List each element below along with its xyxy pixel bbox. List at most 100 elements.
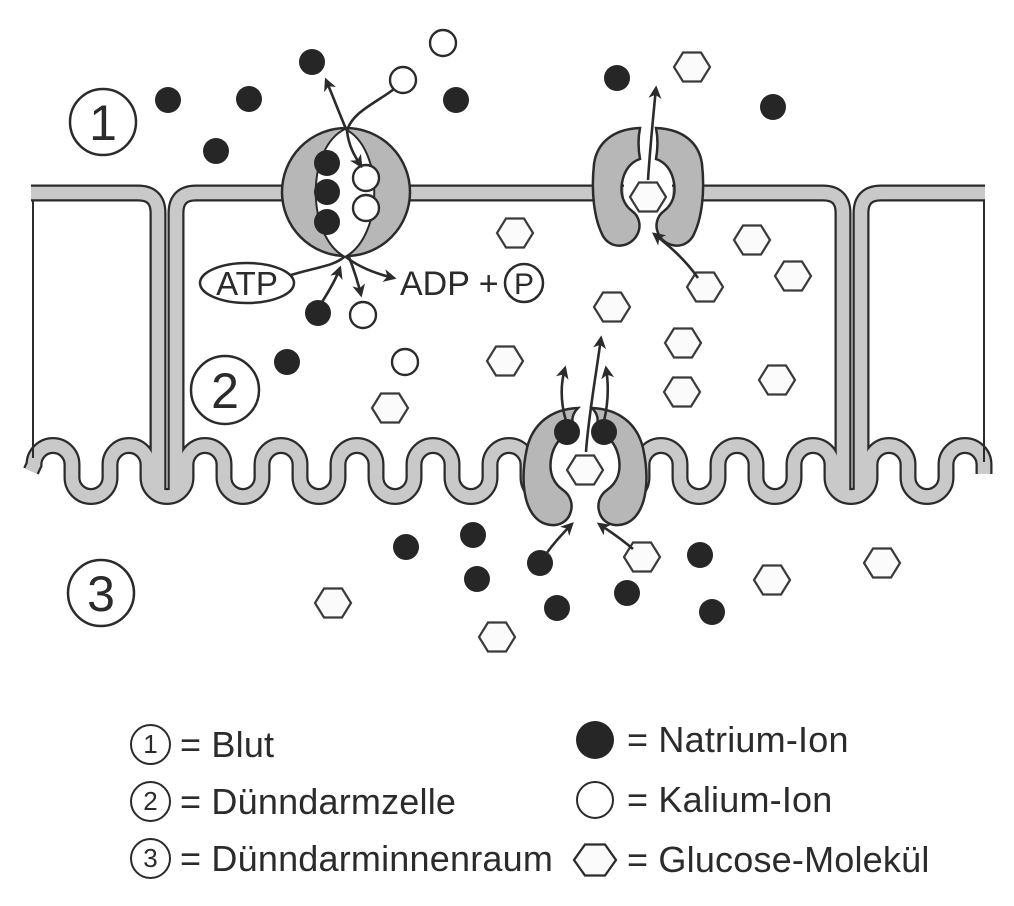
- region-1-number: 1: [89, 95, 117, 151]
- natrium-ion: [460, 522, 486, 548]
- legend-region-label: = Dünndarmzelle: [180, 780, 457, 822]
- arrow-natrium-feeding-sglt: [544, 522, 574, 555]
- legend-molecule-label: = Glucose-Molekül: [627, 839, 930, 880]
- glucose-molecule: [370, 392, 410, 424]
- region-labels: 1 2 3: [66, 87, 261, 628]
- kalium-ion: [428, 28, 458, 58]
- natrium-ion: [314, 209, 340, 235]
- natrium-ion: [305, 300, 331, 326]
- kalium-symbol: [576, 781, 614, 819]
- natrium-ion: [544, 595, 570, 621]
- glucose-molecule: [732, 224, 772, 256]
- natrium-ion: [614, 580, 640, 606]
- glucose-molecule: [477, 621, 517, 653]
- arrow-natrium-into-pump-from-cell: [320, 265, 343, 303]
- glucose-molecule: [685, 271, 725, 303]
- natrium-ion: [699, 599, 725, 625]
- kalium-ions-layer: [348, 28, 458, 377]
- region-3-number: 3: [87, 566, 115, 622]
- natrium-ion: [554, 419, 580, 445]
- natrium-symbol: [576, 721, 614, 759]
- natrium-ion: [236, 86, 262, 112]
- natrium-ion: [155, 87, 181, 113]
- glucose-molecule: [622, 541, 662, 573]
- arrow-glucose-feeding-sglt: [596, 522, 634, 550]
- region-2-number: 2: [211, 363, 239, 419]
- region-2-circle: [189, 354, 261, 426]
- glucose-molecule: [773, 260, 813, 292]
- legend-region-number-icon: 1: [130, 724, 171, 765]
- legend-region-number-icon: 2: [130, 781, 171, 822]
- arrow-sglt-natrium-right-up: [601, 365, 615, 422]
- arrow-natrium-out-of-pump: [324, 77, 348, 130]
- glut-left-lobe: [591, 126, 642, 247]
- glucose-molecule: [663, 327, 703, 359]
- natrium-ion: [393, 534, 419, 560]
- kalium-icon: [572, 781, 618, 819]
- atp-ellipse: [198, 261, 296, 305]
- legend-region-row: 3= Dünndarminnenraum: [130, 830, 553, 887]
- natrium-ion: [443, 87, 469, 113]
- atp-label: ATP: [216, 265, 278, 302]
- legend-region-label: = Dünndarminnenraum: [180, 837, 554, 879]
- glucose-molecule: [565, 454, 605, 486]
- arrow-sglt-glucose-up: [584, 335, 607, 453]
- phosphate-circle: [503, 262, 545, 304]
- transport-arrows: [290, 77, 700, 555]
- legend-molecule-label: = Natrium-Ion: [627, 719, 849, 760]
- arrow-kalium-released-into-cell: [347, 256, 365, 298]
- glucose-hexagon: [572, 843, 618, 877]
- kalium-ion: [348, 300, 378, 330]
- glucose-molecule: [672, 51, 712, 83]
- legend-molecule-row: = Glucose-Molekül: [572, 830, 930, 890]
- legend-molecules: = Natrium-Ion = Kalium-Ion = Glucose-Molek…: [572, 710, 930, 890]
- membrane-fills: [25, 186, 991, 503]
- legend-region-row: 2= Dünndarmzelle: [130, 773, 553, 830]
- glucose-molecules-layer: [313, 51, 902, 653]
- glucose-transporter-top: [591, 126, 705, 247]
- natrium-ion: [299, 49, 325, 75]
- natrium-ion: [203, 138, 229, 164]
- natrium-ion: [274, 349, 300, 375]
- kalium-ion: [390, 347, 420, 377]
- sodium-potassium-pump: [280, 126, 412, 259]
- glucose-molecule: [313, 587, 353, 619]
- natrium-ion: [591, 419, 617, 445]
- kalium-ion: [388, 65, 418, 95]
- kalium-ion: [351, 163, 381, 193]
- region-3-circle: [66, 558, 136, 628]
- arrow-sglt-natrium-left-up: [555, 365, 569, 422]
- atp-reaction-labels: ATP ADP + P: [198, 261, 545, 305]
- legend-molecule-row: = Kalium-Ion: [572, 770, 930, 830]
- legend-molecule-row: = Natrium-Ion: [572, 710, 930, 770]
- glucose-molecule: [752, 564, 792, 596]
- glucose-molecule: [628, 181, 668, 213]
- natrium-ion: [464, 566, 490, 592]
- legend-region-number-icon: 3: [130, 838, 171, 879]
- phosphate-label: P: [514, 268, 534, 301]
- cell-cut-edges: [32, 200, 985, 462]
- glucose-icon: [572, 841, 618, 879]
- glucose-molecule: [592, 291, 632, 323]
- glut-right-lobe: [654, 126, 705, 247]
- natrium-ion: [760, 94, 786, 120]
- arrow-kalium-into-pump: [345, 87, 395, 169]
- legend-region-label: = Blut: [180, 723, 275, 765]
- natrium-ions-layer: [155, 49, 786, 625]
- glucose-molecule: [862, 547, 902, 579]
- legend-region-row: 1= Blut: [130, 716, 553, 773]
- glucose-molecule: [495, 217, 535, 249]
- glucose-molecule: [757, 364, 797, 396]
- legend-molecule-label: = Kalium-Ion: [627, 779, 833, 820]
- natrium-ion: [604, 65, 630, 91]
- arrow-glucose-out-through-glut: [646, 85, 662, 181]
- natrium-ion: [687, 542, 713, 568]
- glucose-molecule: [662, 376, 702, 408]
- natrium-icon: [572, 721, 618, 759]
- natrium-ion: [314, 150, 340, 176]
- adp-label: ADP +: [400, 265, 499, 303]
- arrow-glucose-feeding-glut: [651, 232, 700, 279]
